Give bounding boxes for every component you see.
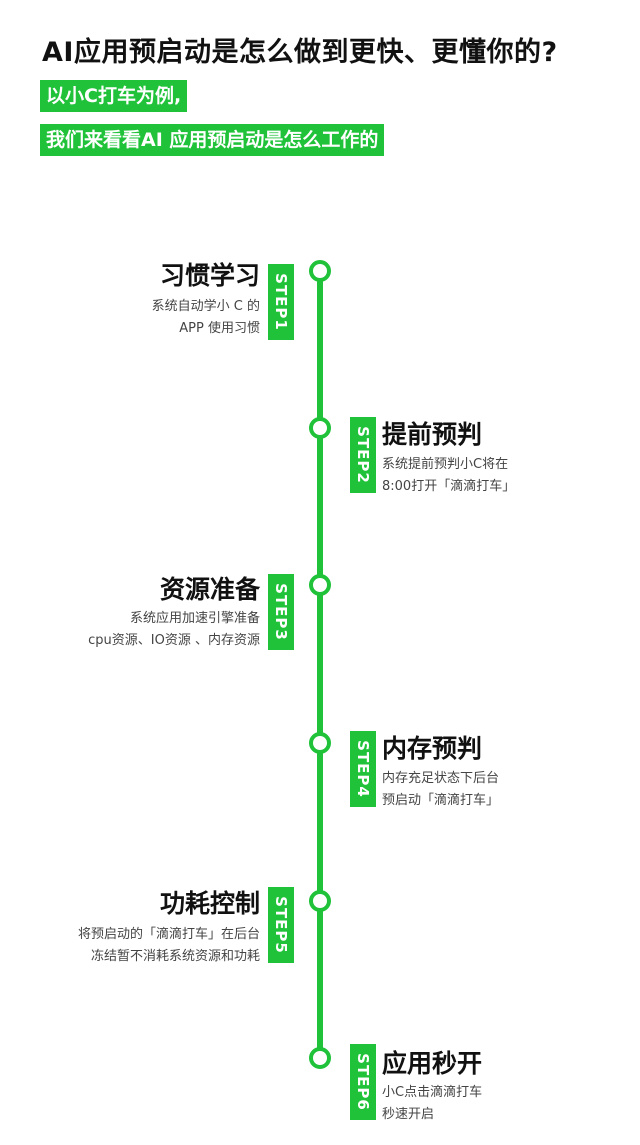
step-heading-4: 内存预判: [382, 734, 483, 763]
step-heading-5: 功耗控制: [159, 889, 260, 918]
step-tag-5: STEP5: [268, 887, 294, 963]
step-desc-3b: cpu资源、IO资源 、内存资源: [88, 633, 260, 648]
step-desc-4b: 预启动「滴滴打车」: [382, 793, 500, 808]
step-heading-3: 资源准备: [159, 575, 260, 604]
highlight-intro: 我们来看看AI 应用预启动是怎么工作的: [40, 124, 385, 156]
timeline-node-3: [309, 574, 331, 596]
step-desc-2a: 系统提前预判小C将在: [382, 457, 509, 472]
timeline-line: [317, 268, 323, 1058]
step-heading-6: 应用秒开: [382, 1049, 483, 1078]
step-tag-1: STEP1: [268, 264, 294, 340]
step-tag-6: STEP6: [350, 1044, 376, 1120]
timeline-node-4: [309, 732, 331, 754]
step-heading-2: 提前预判: [382, 420, 483, 449]
page-title: AI应用预启动是怎么做到更快、更懂你的?: [42, 37, 558, 68]
highlight-example: 以小C打车为例,: [40, 80, 188, 112]
step-desc-4a: 内存充足状态下后台: [382, 771, 500, 786]
step-tag-4: STEP4: [350, 731, 376, 807]
step-desc-6b: 秒速开启: [382, 1107, 435, 1122]
timeline-node-6: [309, 1047, 331, 1069]
step-desc-2b: 8:00打开「滴滴打车」: [382, 479, 516, 494]
timeline-node-1: [309, 260, 331, 282]
step-desc-3a: 系统应用加速引擎准备: [129, 611, 260, 626]
step-desc-6a: 小C点击滴滴打车: [382, 1085, 483, 1100]
step-desc-1a: 系统自动学小 C 的: [151, 299, 260, 314]
step-heading-1: 习惯学习: [159, 261, 260, 290]
step-tag-2: STEP2: [350, 417, 376, 493]
step-desc-5a: 将预启动的「滴滴打车」在后台: [77, 927, 260, 942]
step-tag-3: STEP3: [268, 574, 294, 650]
step-desc-1b: APP 使用习惯: [179, 321, 260, 336]
timeline-node-5: [309, 890, 331, 912]
step-desc-5b: 冻结暂不消耗系统资源和功耗: [90, 949, 260, 964]
timeline-node-2: [309, 417, 331, 439]
